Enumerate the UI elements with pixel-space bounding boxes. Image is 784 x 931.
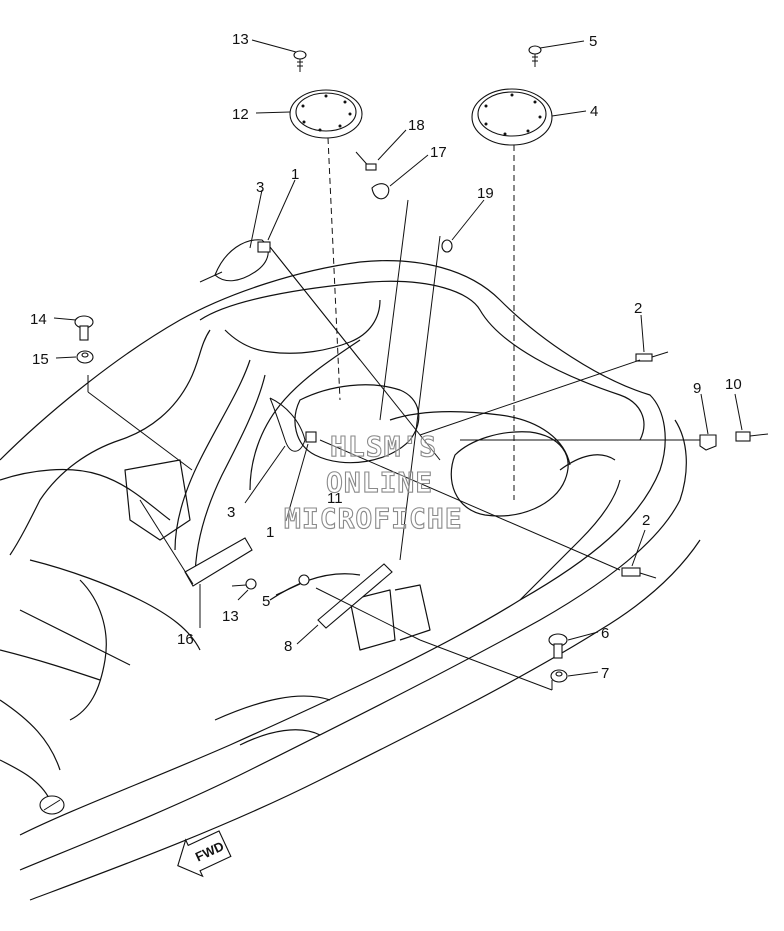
callout-4: 4 (590, 103, 598, 120)
callout-5-lower: 5 (262, 593, 270, 610)
watermark: HLSM'S ONLINE MICROFICHE (283, 429, 463, 535)
watermark-line-1: HLSM'S (330, 430, 437, 463)
grommet-19 (441, 239, 453, 253)
forward-arrow-icon: FWD (177, 830, 232, 878)
callout-7: 7 (601, 665, 609, 682)
callout-17: 17 (430, 144, 447, 161)
callout-10: 10 (725, 376, 742, 393)
clip-17 (371, 183, 390, 200)
band-clamp-lower (269, 397, 317, 452)
plate-8 (317, 563, 393, 629)
screw-13-top (293, 50, 307, 72)
bolt-14 (74, 315, 94, 341)
callout-5-top: 5 (589, 33, 597, 50)
callout-9: 9 (693, 380, 701, 397)
callout-2-upper: 2 (634, 300, 642, 317)
rivet-2-lower (621, 567, 657, 579)
nut-7 (550, 669, 568, 683)
rivet-2-upper (635, 351, 669, 362)
callout-3-upper: 3 (256, 179, 264, 196)
screw-13-lower (231, 578, 257, 590)
screw-5-lower (298, 574, 310, 586)
watermark-line-2: ONLINE (326, 466, 433, 499)
screw-5-top (528, 45, 542, 67)
callout-14: 14 (30, 311, 47, 328)
callout-15: 15 (32, 351, 49, 368)
nut-15 (76, 350, 94, 364)
callout-11: 11 (327, 490, 343, 507)
rivet-10 (735, 431, 769, 442)
callout-3-lower: 3 (227, 504, 235, 521)
drain-plug (39, 795, 65, 815)
callout-2-lower: 2 (642, 512, 650, 529)
rivet-18 (355, 151, 377, 171)
hatch-cover-4 (471, 88, 553, 146)
callout-19: 19 (477, 185, 494, 202)
watermark-line-3: MICROFICHE (284, 502, 463, 535)
callout-labels: 13 12 5 4 18 17 3 1 19 14 15 2 9 10 3 11… (30, 31, 742, 682)
plate-16 (184, 537, 253, 587)
fitting-9 (699, 434, 717, 451)
callout-6: 6 (601, 625, 609, 642)
callout-8: 8 (284, 638, 292, 655)
band-clamp-upper (199, 239, 271, 283)
leader-lines (53, 39, 743, 691)
callout-12: 12 (232, 106, 249, 123)
bolt-6 (548, 633, 568, 659)
callout-1-lower: 1 (266, 524, 274, 541)
callout-1-upper: 1 (291, 166, 299, 183)
callout-18: 18 (408, 117, 425, 134)
hatch-cover-12 (289, 89, 363, 139)
hull-outline (0, 260, 701, 901)
callout-16: 16 (177, 631, 194, 648)
callout-13-top: 13 (232, 31, 249, 48)
callout-13-lower: 13 (222, 608, 239, 625)
